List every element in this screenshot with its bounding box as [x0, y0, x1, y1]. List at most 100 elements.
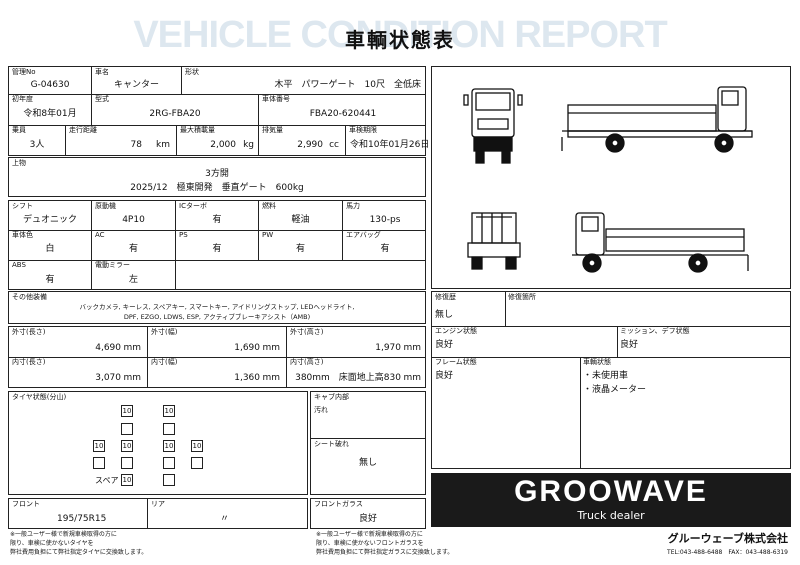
fuel: 軽油 — [291, 215, 310, 225]
name-label: 車名 — [95, 68, 109, 76]
mirror-label: 電動ミラー — [95, 261, 130, 269]
truck-front-view — [463, 88, 523, 164]
unit: mm — [403, 373, 421, 383]
pw: 有 — [295, 244, 305, 254]
abs-label: ABS — [12, 261, 26, 269]
front-glass: フロントガラス 良好 — [310, 498, 426, 529]
airbag-label: エアバッグ — [346, 231, 381, 239]
fuel-label: 燃料 — [262, 202, 276, 210]
cab-interior: キャブ内部 汚れ シート破れ 無し — [310, 391, 426, 495]
tire-slot — [121, 423, 133, 435]
ic-turbo: 有 — [212, 215, 222, 225]
ext-length: 4,690 — [95, 343, 121, 353]
mileage-unit: km — [156, 140, 170, 150]
truck-side-view — [561, 86, 753, 153]
repair-label: 修復歴 — [435, 293, 456, 301]
ac-label: AC — [95, 231, 105, 239]
truck-rear-view — [467, 212, 521, 270]
inspect-label: 車検期限 — [349, 126, 377, 134]
int-hgt-label: 内寸(高さ) — [290, 358, 324, 366]
tire-front-left: 10 — [121, 405, 133, 417]
tire-spare: 10 — [121, 474, 133, 486]
tire-front-right: 10 — [163, 405, 175, 417]
horsepower: 130-ps — [369, 215, 401, 225]
model-label: 型式 — [95, 95, 109, 103]
other-label: その他装備 — [12, 293, 47, 301]
pw-label: PW — [262, 231, 274, 239]
chassis-label: 車体番号 — [262, 95, 290, 103]
ps: 有 — [212, 244, 222, 254]
status-label: 車輌状態 — [583, 358, 611, 366]
maxload-unit: kg — [243, 140, 254, 150]
body-info: 上物 3方開 2025/12 極東開発 垂直ゲート 600kg — [8, 157, 426, 197]
frame-condition: 良好 — [435, 371, 454, 381]
unit: mm — [123, 343, 141, 353]
glass-value: 良好 — [358, 514, 377, 524]
shift-label: シフト — [12, 202, 33, 210]
body-line2: 2025/12 極東開発 垂直ゲート 600kg — [130, 183, 304, 193]
truck-diagram — [431, 66, 791, 289]
company-name: グルーウェーブ株式会社 — [667, 532, 788, 545]
airbag: 有 — [380, 244, 390, 254]
front-label: フロント — [12, 500, 40, 508]
unit: mm — [262, 343, 280, 353]
seat-tear: 無し — [358, 458, 377, 468]
ext-len-label: 外寸(長さ) — [12, 328, 46, 336]
tire-rear-inner-left: 10 — [121, 440, 133, 452]
ic-label: ICターボ — [179, 202, 207, 210]
engine-label: 原動機 — [95, 202, 116, 210]
rear-tire-size: 〃 — [220, 514, 230, 524]
inspection-expiry: 令和10年01月26日 — [350, 140, 430, 150]
tire-slot — [163, 423, 175, 435]
company-logo: GROOWAVE Truck dealer — [431, 473, 791, 527]
disp-unit: cc — [329, 140, 339, 150]
repair-location-label: 修復箇所 — [508, 293, 536, 301]
mission-label: ミッション、デフ状態 — [620, 327, 690, 335]
company-contact: TEL:043-488-6488 FAX：043-488-6319 — [667, 549, 788, 556]
tire-slot — [121, 457, 133, 469]
truck-other-side-view — [572, 212, 749, 273]
shape-label: 形状 — [185, 68, 199, 76]
int-len-label: 内寸(長さ) — [12, 358, 46, 366]
unit: mm — [262, 373, 280, 383]
frame-label: フレーム状態 — [435, 358, 477, 366]
dirt-label: 汚れ — [314, 406, 328, 414]
color-label: 車体色 — [12, 231, 33, 239]
tire-note: ※一般ユーザー様で新規車検取得の方に限り、車検に使かないタイヤを弊社費用負担にて… — [10, 531, 148, 556]
spare-label: スペア — [95, 476, 119, 485]
disp-label: 排気量 — [262, 126, 283, 134]
ext-height: 1,970 — [375, 343, 401, 353]
riders-label: 乗員 — [12, 126, 26, 134]
repair-history: 無し — [435, 310, 454, 320]
tire-slot — [93, 457, 105, 469]
ext-hgt-label: 外寸(高さ) — [290, 328, 324, 336]
mileage-label: 走行距離 — [69, 126, 97, 134]
status-line2: ・液晶メーター — [583, 385, 647, 395]
condition-panel: 修復歴 無し 修復箇所 エンジン状態 良好 ミッション、デフ状態 良好 フレーム… — [431, 291, 791, 469]
other-line1: バックカメラ, キーレス, スペアキー, スマートキー, アイドリングストップ,… — [79, 303, 355, 311]
ext-wid-label: 外寸(幅) — [151, 328, 178, 336]
logo-subtitle: Truck dealer — [577, 509, 645, 522]
mileage: 78 — [130, 140, 142, 150]
rear-label: リア — [151, 500, 165, 508]
shape: 木平 パワーゲート 10尺 全低床 — [274, 80, 421, 90]
int-height: 380mm 床面地上高830 — [295, 373, 401, 383]
tire-rear-inner-right: 10 — [163, 440, 175, 452]
tire-slot — [191, 457, 203, 469]
seat-label: シート破れ — [314, 440, 349, 448]
tire-rear-outer-right: 10 — [191, 440, 203, 452]
ext-width: 1,690 — [234, 343, 260, 353]
tire-condition: タイヤ状態(分山) 10 10 10 10 10 10 スペア 10 — [8, 391, 308, 495]
power-mirror: 左 — [128, 275, 138, 285]
engine-cond-label: エンジン状態 — [435, 327, 477, 335]
other-line2: DPF, EZGO, LDWS, ESP, アクティブブレーキアシスト（AMB) — [123, 313, 311, 321]
unit: mm — [123, 373, 141, 383]
body-line1: 3方開 — [205, 169, 229, 179]
cab-label: キャブ内部 — [314, 393, 349, 401]
maxload: 2,000 — [210, 140, 236, 150]
maxload-label: 最大積載量 — [180, 126, 215, 134]
other-equipment: その他装備 バックカメラ, キーレス, スペアキー, スマートキー, アイドリン… — [8, 291, 426, 324]
